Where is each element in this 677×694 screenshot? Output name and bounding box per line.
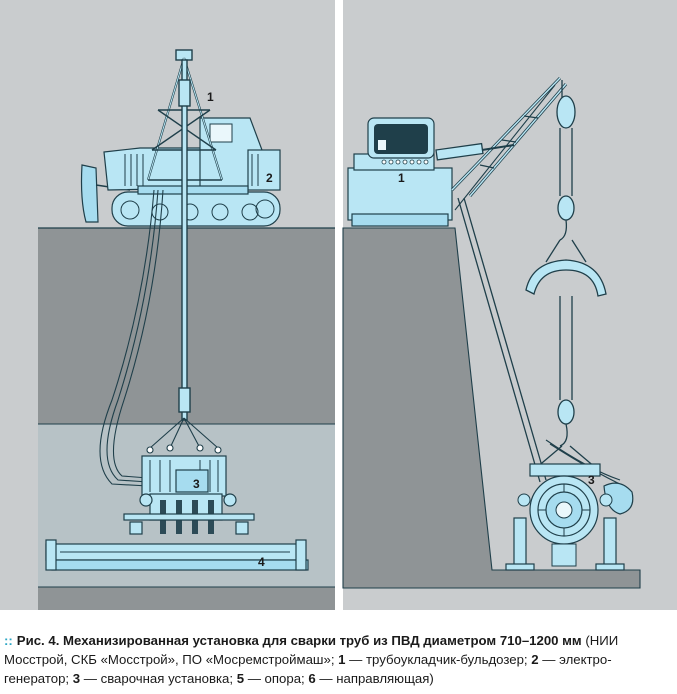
hanger	[146, 417, 222, 454]
label-2-left: 2	[266, 171, 273, 185]
caption-organizations: (НИИ Мосстрой, СКБ «Мосстрой», ПО «Мосре…	[4, 633, 619, 667]
welding-installation-diagram: 1 2 3 4	[0, 0, 677, 610]
left-panel: 1 2 3 4	[0, 0, 335, 610]
caption-item-number: 1	[338, 652, 346, 667]
right-ground	[342, 227, 641, 589]
caption-item-text: — электро-генератор;	[4, 652, 612, 686]
pipelayer-right	[347, 117, 453, 227]
caption-item-number: 2	[531, 652, 539, 667]
label-1-right: 1	[398, 171, 405, 185]
caption-bullet-icon: ::	[4, 633, 13, 648]
caption-item-text: — трубоукладчик-бульдозер;	[345, 652, 532, 667]
hoist	[525, 80, 607, 469]
caption-item-number: 3	[72, 671, 81, 686]
caption-item-text: — опора;	[244, 671, 309, 686]
right-panel: 1 3	[342, 0, 677, 610]
support-base	[45, 539, 309, 571]
label-3-right: 3	[588, 473, 595, 487]
cables-left	[99, 189, 164, 487]
label-3-left: 3	[193, 477, 200, 491]
pipelayer-bulldozer	[80, 117, 281, 227]
label-4-left: 4	[258, 555, 265, 569]
caption-figure-label: Рис. 4.	[16, 633, 60, 648]
caption-item-number: 5	[236, 671, 245, 686]
caption-title: Механизированная установка для сварки тр…	[63, 633, 582, 648]
welding-unit	[123, 455, 255, 535]
caption-item-text: — сварочная установка;	[80, 671, 237, 686]
caption-item-text: — направляющая)	[315, 671, 434, 686]
caption-item-number: 6	[308, 671, 316, 686]
label-1-left: 1	[207, 90, 214, 104]
figure-caption: ::Рис. 4. Механизированная установка для…	[4, 631, 674, 688]
welding-machine-right	[505, 439, 634, 571]
boom	[435, 76, 568, 483]
